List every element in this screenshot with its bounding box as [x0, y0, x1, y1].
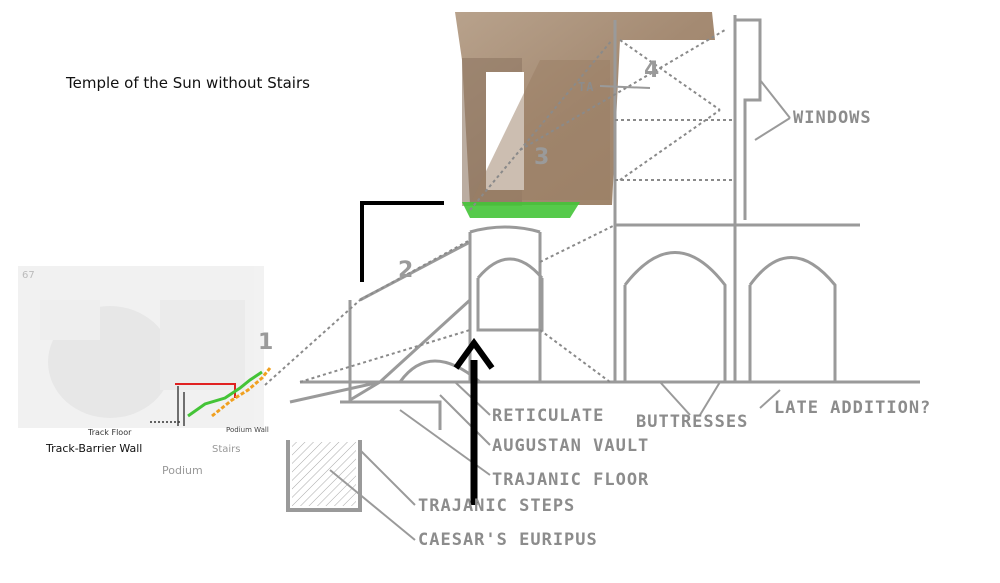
late-addition-label: LATE ADDITION? — [774, 398, 932, 418]
track-floor-label: Track Floor — [88, 428, 132, 437]
green-level-line — [462, 202, 580, 218]
up-arrow-icon — [453, 337, 495, 505]
augustan-vault-label: AUGUSTAN VAULT — [492, 436, 650, 456]
stairs-label: Stairs — [212, 444, 241, 455]
euripus-substructure — [286, 400, 442, 512]
podium-wall-label: Podium Wall — [226, 426, 269, 434]
windows-label: WINDOWS — [793, 108, 872, 128]
stair-lines — [264, 29, 735, 386]
trajanic-steps-label: TRAJANIC STEPS — [418, 496, 576, 516]
ta-label: TA — [578, 80, 595, 94]
track-barrier-wall-label: Track-Barrier Wall — [46, 442, 143, 455]
inset-stair-diagram — [150, 367, 272, 426]
reticulate-label: RETICULATE — [492, 406, 605, 426]
trajanic-floor-label: TRAJANIC FLOOR — [492, 470, 650, 490]
diagram-title: Temple of the Sun without Stairs — [66, 74, 310, 92]
inset-photo — [18, 266, 264, 428]
photo-number-label: 67 — [22, 270, 35, 281]
buttresses-label: BUTTRESSES — [636, 412, 749, 432]
pointer-bracket — [360, 201, 444, 282]
level-number-1: 1 — [258, 330, 274, 355]
level-number-3: 3 — [534, 145, 550, 170]
level-number-4: 4 — [644, 58, 660, 83]
level-number-2: 2 — [398, 258, 414, 283]
podium-label: Podium — [162, 464, 203, 477]
caesars-euripus-label: CAESAR'S EURIPUS — [418, 530, 598, 550]
masonry-photo — [455, 12, 715, 206]
